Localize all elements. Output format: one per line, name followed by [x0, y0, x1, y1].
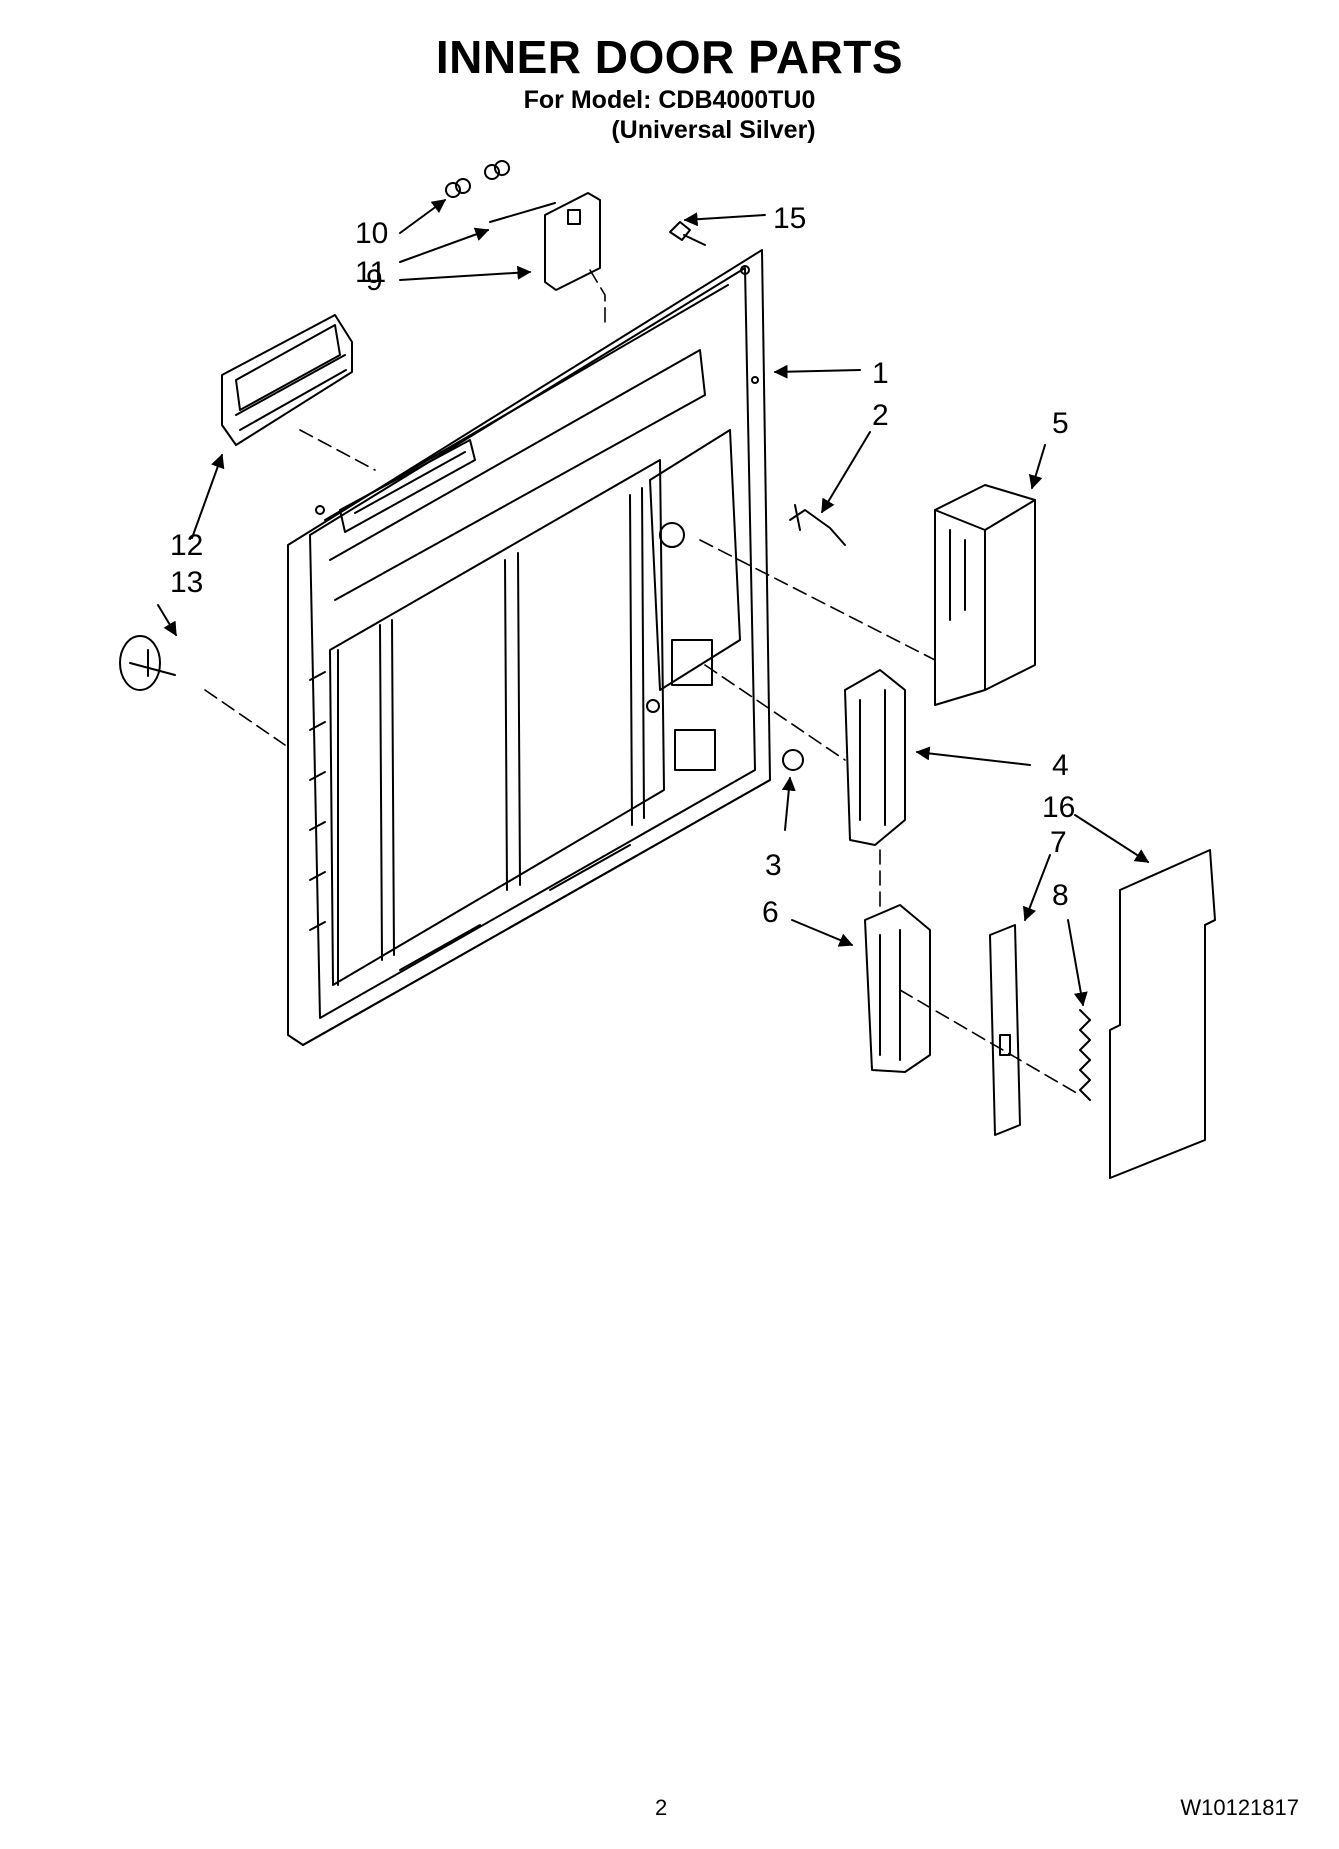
document-number: W10121817	[1180, 1795, 1299, 1820]
part-10-springs	[445, 160, 510, 198]
callout-13: 13	[170, 566, 203, 599]
part-12-handle	[221, 314, 353, 446]
model-variant: (Universal Silver)	[611, 116, 816, 144]
callout-3: 3	[765, 849, 782, 882]
callout-9: 9	[366, 264, 383, 297]
part-2-pin	[789, 504, 846, 546]
callout-4: 4	[1052, 749, 1069, 782]
model-line: For Model: CDB4000TU0	[523, 86, 816, 114]
page-number: 2	[655, 1795, 668, 1820]
callout-1: 1	[872, 357, 889, 390]
callout-labels: 1 2 3 4 5 6 7 8 9 10 11 12 13 15 16	[170, 202, 1075, 929]
part-9-cover	[544, 192, 601, 291]
part-6-guide	[864, 904, 931, 1073]
part-3-bumper	[782, 749, 804, 771]
part-15-screw	[669, 221, 706, 246]
part-11-rod	[489, 202, 556, 223]
callout-5: 5	[1052, 407, 1069, 440]
part-4-slider	[844, 669, 906, 846]
callout-16: 16	[1042, 791, 1075, 824]
callout-leaders	[157, 199, 1150, 1007]
callout-2: 2	[872, 399, 889, 432]
part-8-spring	[1079, 1009, 1091, 1101]
model-subtitle: For Model: CDB4000TU0 (Universal Silver)	[0, 85, 1339, 145]
callout-12: 12	[170, 529, 203, 562]
part-16-shield	[1109, 849, 1216, 1179]
part-1-inner-door	[287, 249, 771, 1046]
callout-8: 8	[1052, 879, 1069, 912]
part-13-knob	[119, 635, 176, 691]
callout-10: 10	[355, 217, 388, 250]
callout-15: 15	[773, 202, 806, 235]
page-title: INNER DOOR PARTS	[435, 31, 904, 83]
callout-11: 11	[355, 256, 386, 289]
callout-6: 6	[762, 896, 779, 929]
assembly-guide-lines	[204, 269, 1081, 1096]
part-5-latch	[934, 484, 1036, 706]
callout-7: 7	[1050, 826, 1067, 859]
part-7-bracket	[989, 924, 1021, 1136]
